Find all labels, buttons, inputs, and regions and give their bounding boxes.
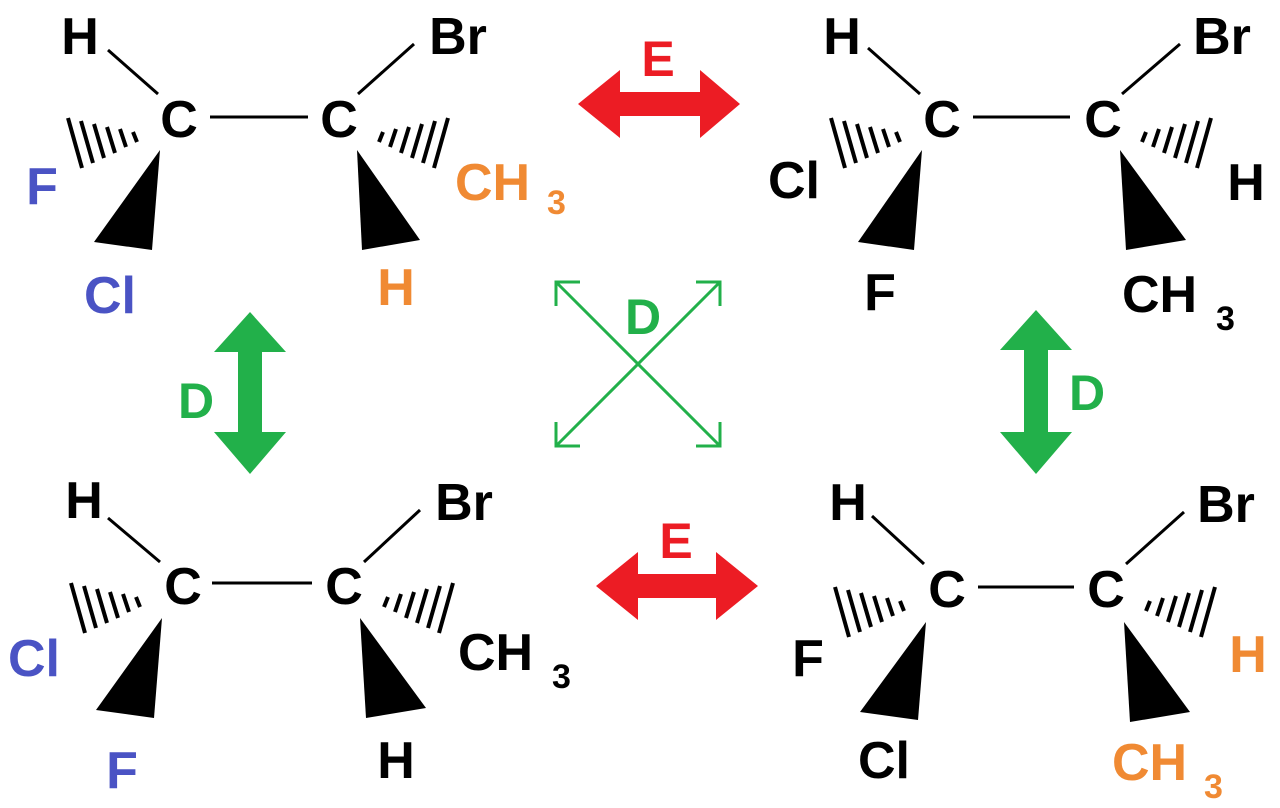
svg-text:3: 3: [552, 658, 571, 696]
hash-bond-c1: [69, 582, 142, 634]
hash-bond-c1: [829, 117, 902, 169]
double-arrow-green-vertical-icon: [1000, 310, 1072, 474]
relation-right-diastereomers: D: [1000, 310, 1105, 474]
relation-label: D: [1069, 365, 1105, 421]
molecule-top-right: C C H Cl F Br H CH 3: [768, 8, 1265, 338]
hash-bond-c2: [382, 582, 455, 634]
relation-label: E: [659, 513, 692, 569]
label-c2-top: Br: [435, 474, 493, 532]
double-arrow-red-icon: [596, 552, 758, 620]
label-c2-top: Br: [429, 8, 487, 66]
relation-label: D: [178, 373, 214, 429]
label-c1-dash: Cl: [768, 152, 820, 210]
arrowhead-icon: [554, 280, 580, 306]
double-arrow-green-vertical-icon: [214, 312, 286, 474]
hash-bond-c1: [66, 117, 139, 169]
label-c1-top: H: [61, 8, 99, 66]
svg-text:CH: CH: [458, 624, 533, 682]
label-c2-wedge: H: [377, 732, 415, 790]
label-c1-top: H: [65, 472, 103, 530]
bond-c1-h: [107, 516, 161, 564]
label-c2-top: Br: [1193, 8, 1251, 66]
relation-bottom-enantiomers: E: [596, 513, 758, 620]
bond-c1-h: [870, 514, 926, 566]
atom-c1: C: [923, 91, 961, 149]
label-c2-wedge: CH 3: [1112, 734, 1223, 806]
label-c2-dash: CH 3: [455, 154, 566, 222]
wedge-bond-c1: [858, 150, 922, 250]
label-c2-dash: CH 3: [458, 624, 571, 696]
atom-c1: C: [164, 558, 202, 616]
atom-c1: C: [160, 91, 198, 149]
relation-cross-diastereomers: [554, 280, 722, 448]
wedge-bond-c2: [357, 150, 420, 250]
bond-c2-br: [1124, 510, 1186, 566]
label-c2-top: Br: [1197, 476, 1255, 534]
wedge-bond-c2: [1124, 622, 1190, 722]
label-c1-wedge: F: [864, 264, 896, 322]
bond-c1-h: [867, 46, 921, 96]
svg-text:3: 3: [1216, 300, 1235, 338]
wedge-bond-c2: [1120, 150, 1186, 250]
label-c2-wedge: H: [377, 259, 415, 317]
svg-text:CH: CH: [1112, 734, 1187, 792]
label-c2-wedge: CH 3: [1122, 266, 1235, 338]
relation-top-enantiomers: E: [578, 31, 740, 138]
bond-c2-br: [1121, 42, 1181, 96]
hash-bond-c1: [833, 586, 906, 638]
atom-c2: C: [1087, 561, 1125, 619]
atom-c2: C: [325, 558, 363, 616]
label-c1-top: H: [829, 474, 867, 532]
svg-text:3: 3: [547, 184, 566, 222]
label-c1-dash: F: [792, 630, 824, 688]
wedge-bond-c1: [96, 618, 162, 718]
label-c1-wedge: Cl: [84, 267, 136, 325]
wedge-bond-c2: [360, 618, 426, 718]
label-c1-wedge: F: [106, 742, 138, 800]
label-c1-dash: F: [26, 158, 58, 216]
label-c1-dash: Cl: [8, 630, 60, 688]
label-c1-top: H: [823, 8, 861, 66]
molecule-bottom-right: C C H F Cl Br H CH 3: [792, 474, 1267, 806]
label-c1-wedge: Cl: [858, 732, 910, 790]
hash-bond-c2: [1140, 117, 1213, 169]
arrowhead-icon: [696, 280, 722, 306]
arrowhead-icon: [554, 422, 580, 448]
bond-c2-br: [357, 42, 415, 96]
label-c2-dash: H: [1227, 154, 1265, 212]
svg-text:CH: CH: [1122, 266, 1197, 324]
wedge-bond-c1: [860, 622, 926, 720]
svg-text:CH: CH: [455, 154, 530, 212]
cross-arrow-line: [554, 280, 722, 448]
hash-bond-c2: [377, 117, 450, 169]
relation-label: E: [641, 31, 674, 87]
arrowhead-icon: [696, 422, 722, 448]
double-arrow-red-icon: [578, 70, 740, 138]
atom-c2: C: [1084, 91, 1122, 149]
atom-c2: C: [320, 91, 358, 149]
bond-c1-h: [107, 48, 159, 96]
molecule-top-left: C C H F Cl Br CH 3 H: [26, 8, 566, 325]
hash-bond-c2: [1144, 586, 1217, 638]
label-c2-dash: H: [1229, 626, 1267, 684]
wedge-bond-c1: [94, 150, 160, 250]
bond-c2-br: [362, 508, 422, 564]
molecule-bottom-left: C C H Cl F Br CH 3 H: [8, 472, 571, 800]
svg-text:3: 3: [1204, 768, 1223, 806]
relation-cross-label: D: [625, 289, 661, 345]
atom-c1: C: [928, 561, 966, 619]
relation-left-diastereomers: D: [178, 312, 286, 474]
